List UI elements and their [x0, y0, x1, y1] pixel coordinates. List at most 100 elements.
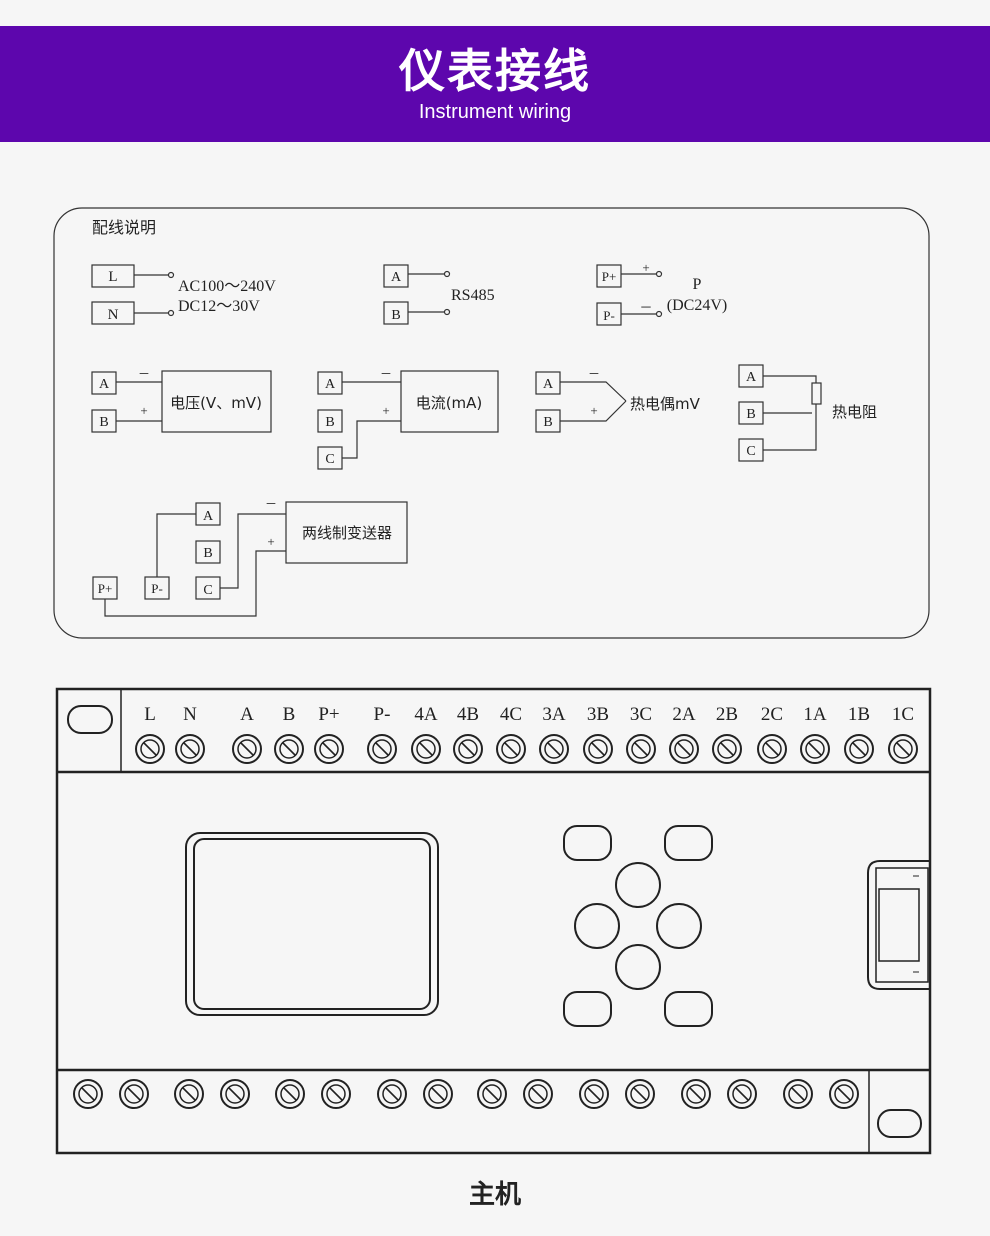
power-dc-label: DC12～30V: [178, 298, 260, 315]
mount-hole-bottom: [877, 1109, 922, 1138]
bottom-terminal-screw-2[interactable]: [119, 1079, 149, 1109]
rs485-b-terminal: [383, 301, 409, 325]
power-l-terminal: [91, 264, 135, 288]
bottom-terminal-screw-15[interactable]: [783, 1079, 813, 1109]
bottom-terminal-screw-10[interactable]: [523, 1079, 553, 1109]
terminal-label-l: L: [144, 704, 156, 725]
svg-text:A: A: [543, 377, 554, 392]
wiring-instructions-panel: [53, 207, 930, 639]
svg-text:－: －: [639, 300, 652, 315]
svg-text:B: B: [391, 308, 400, 323]
terminal-screw-4c[interactable]: [496, 734, 526, 764]
terminal-screw-2c[interactable]: [757, 734, 787, 764]
bottom-terminal-screw-9[interactable]: [477, 1079, 507, 1109]
svg-text:－: －: [380, 367, 392, 381]
current-label: 电流(mA): [416, 394, 483, 412]
terminal-screw-4a[interactable]: [411, 734, 441, 764]
rs485-a-terminal: [383, 264, 409, 288]
bottom-terminal-screw-6[interactable]: [321, 1079, 351, 1109]
key-right[interactable]: [656, 903, 702, 949]
terminal-screw-2a[interactable]: [669, 734, 699, 764]
key-down[interactable]: [615, 944, 661, 990]
bottom-terminal-screw-12[interactable]: [625, 1079, 655, 1109]
svg-text:B: B: [325, 415, 334, 430]
bottom-terminal-screw-7[interactable]: [377, 1079, 407, 1109]
p24-plus-terminal: [596, 264, 622, 288]
svg-text:+: +: [642, 260, 649, 275]
terminal-screw-pminus[interactable]: [367, 734, 397, 764]
terminal-screw-b[interactable]: [274, 734, 304, 764]
terminal-screw-1b[interactable]: [844, 734, 874, 764]
power-ac-label: AC100～240V: [178, 278, 276, 295]
key-bottom-left[interactable]: [563, 991, 612, 1027]
svg-text:A: A: [99, 377, 110, 392]
terminal-screw-3b[interactable]: [583, 734, 613, 764]
key-top-right[interactable]: [664, 825, 713, 861]
terminal-screw-1c[interactable]: [888, 734, 918, 764]
terminal-screw-4b[interactable]: [453, 734, 483, 764]
p24-dc-label: (DC24V): [667, 297, 727, 314]
thermocouple-label: 热电偶mV: [630, 395, 701, 413]
bottom-terminal-screw-13[interactable]: [681, 1079, 711, 1109]
terminal-screw-2b[interactable]: [712, 734, 742, 764]
page-subtitle: Instrument wiring: [418, 101, 572, 123]
terminal-label-3c: 3C: [630, 704, 652, 725]
terminal-screw-pplus[interactable]: [314, 734, 344, 764]
key-up[interactable]: [615, 862, 661, 908]
bottom-terminal-screw-11[interactable]: [579, 1079, 609, 1109]
lcd-screen-bezel: [185, 832, 439, 1016]
bottom-terminal-screw-4[interactable]: [220, 1079, 250, 1109]
lcd-screen: [193, 838, 431, 1010]
bottom-terminal-row: [73, 1079, 859, 1109]
device-body: [55, 687, 932, 1155]
svg-text:－: －: [588, 367, 600, 381]
key-bottom-right[interactable]: [664, 991, 713, 1027]
voltage-label: 电压(V、mV): [170, 394, 262, 412]
header-banner: 仪表接线 Instrument wiring: [0, 26, 990, 142]
svg-text:N: N: [108, 307, 119, 323]
terminal-screw-3a[interactable]: [539, 734, 569, 764]
terminal-screw-a[interactable]: [232, 734, 262, 764]
terminal-screw-n[interactable]: [175, 734, 205, 764]
svg-text:B: B: [99, 415, 108, 430]
svg-text:B: B: [746, 407, 755, 422]
rs485-label: RS485: [451, 287, 495, 304]
terminal-label-4b: 4B: [457, 704, 479, 725]
svg-text:P+: P+: [98, 581, 113, 596]
svg-text:P-: P-: [603, 308, 615, 323]
terminal-label-2a: 2A: [672, 704, 696, 725]
svg-text:A: A: [746, 370, 757, 385]
current-box: [400, 370, 499, 433]
terminal-screw-3c[interactable]: [626, 734, 656, 764]
wiring-title: 配线说明: [92, 218, 156, 237]
terminal-screw-l[interactable]: [135, 734, 165, 764]
terminal-label-3b: 3B: [587, 704, 609, 725]
svg-text:C: C: [203, 583, 212, 598]
terminal-label-n: N: [183, 704, 197, 725]
bottom-terminal-screw-1[interactable]: [73, 1079, 103, 1109]
svg-text:+: +: [140, 403, 147, 418]
svg-text:+: +: [267, 534, 274, 549]
bottom-terminal-screw-5[interactable]: [275, 1079, 305, 1109]
terminal-screw-1a[interactable]: [800, 734, 830, 764]
bottom-terminal-screw-14[interactable]: [727, 1079, 757, 1109]
svg-text:P+: P+: [602, 269, 617, 284]
terminal-label-2b: 2B: [716, 704, 738, 725]
rtd-resistor: [811, 382, 822, 405]
terminal-label-b: B: [283, 704, 296, 725]
key-top-left[interactable]: [563, 825, 612, 861]
device-caption: 主机: [468, 1180, 521, 1210]
top-terminal-row: [135, 734, 918, 764]
key-left[interactable]: [574, 903, 620, 949]
page-title: 仪表接线: [399, 44, 591, 98]
svg-text:+: +: [590, 403, 597, 418]
svg-text:+: +: [382, 403, 389, 418]
transmitter-box: [285, 501, 408, 564]
svg-text:－: －: [265, 497, 277, 511]
bottom-terminal-screw-3[interactable]: [174, 1079, 204, 1109]
bottom-terminal-screw-8[interactable]: [423, 1079, 453, 1109]
terminal-label-4c: 4C: [500, 704, 522, 725]
svg-text:A: A: [203, 509, 214, 524]
bottom-terminal-screw-16[interactable]: [829, 1079, 859, 1109]
